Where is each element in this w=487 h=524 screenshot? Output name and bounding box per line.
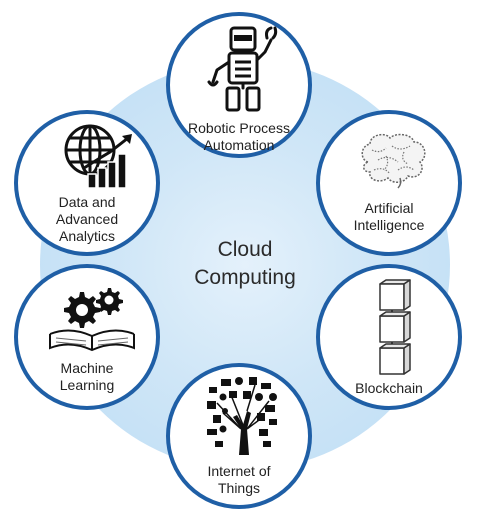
node-artificial-intelligence: Artificial Intelligence — [316, 110, 462, 256]
globe-chart-icon — [64, 124, 132, 189]
gears-book-icon — [49, 288, 135, 352]
brain-icon — [361, 133, 426, 189]
node-label: Artificial Intelligence — [353, 200, 425, 233]
node-label: Data and Advanced Analytics — [55, 194, 119, 244]
center-title: Cloud Computing — [194, 238, 296, 289]
node-data-advanced-analytics: Data and Advanced Analytics — [14, 110, 160, 256]
node-internet-of-things: Internet of Things — [166, 363, 312, 509]
iot-tree-icon — [207, 377, 277, 455]
node-machine-learning: Machine Learning — [14, 264, 160, 410]
blocks-chain-icon — [379, 279, 411, 375]
node-label: Robotic Process Automation — [188, 120, 290, 153]
node-blockchain: Blockchain — [316, 264, 462, 410]
robot-icon — [207, 26, 278, 112]
node-label: Internet of Things — [207, 463, 271, 496]
node-label: Blockchain — [355, 380, 423, 396]
node-robotic-process-automation: Robotic Process Automation — [166, 12, 312, 158]
node-label: Machine Learning — [59, 360, 115, 393]
